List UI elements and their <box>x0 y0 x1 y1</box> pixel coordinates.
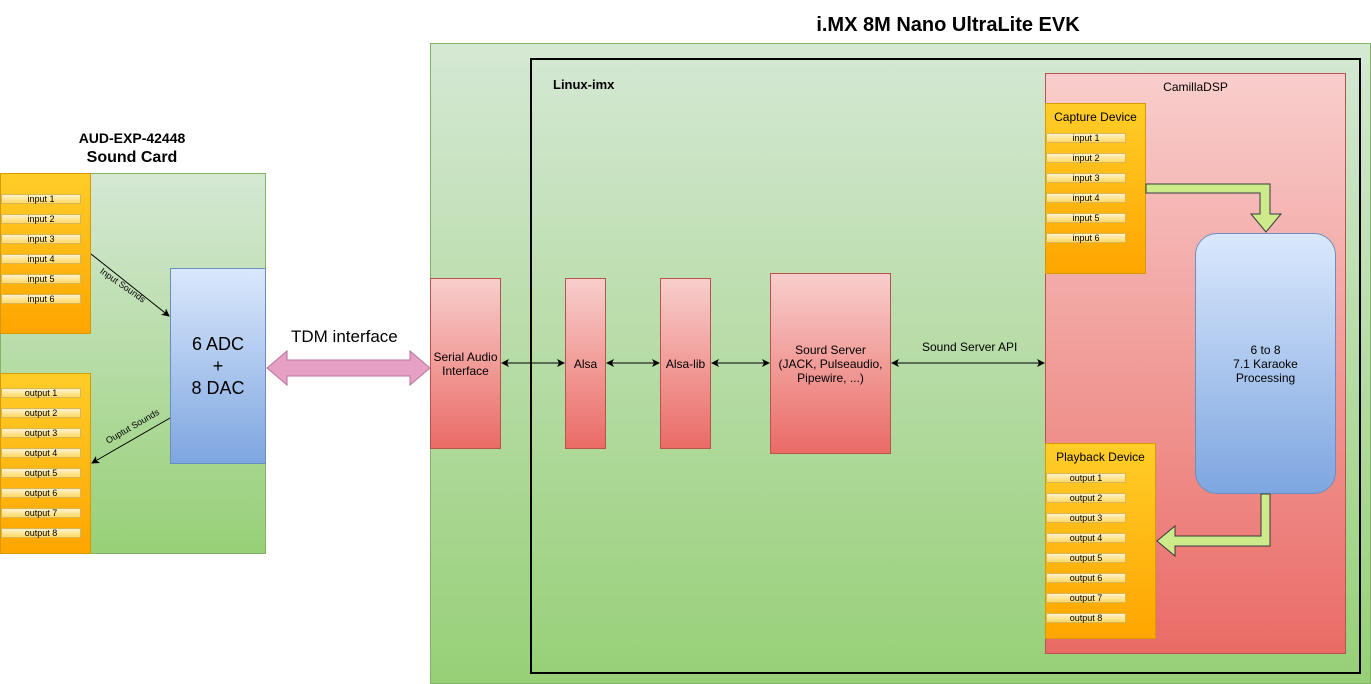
sound-card-output-channel[interactable]: output 1 <box>1 388 81 398</box>
alsa-lib-block[interactable]: Alsa-lib <box>660 278 711 449</box>
capture-input-channel[interactable]: input 4 <box>1046 193 1126 203</box>
sound-card-output-channel[interactable]: output 6 <box>1 488 81 498</box>
capture-input-channel[interactable]: input 1 <box>1046 133 1126 143</box>
adc-dac-converter[interactable]: 6 ADC + 8 DAC <box>170 268 266 464</box>
sound-card-output-channel[interactable]: output 3 <box>1 428 81 438</box>
serial-audio-line1: Serial Audio <box>433 349 498 364</box>
playback-output-channel[interactable]: output 4 <box>1046 533 1126 543</box>
converter-adc-label: 6 ADC <box>191 334 245 354</box>
capture-input-channel[interactable]: input 2 <box>1046 153 1126 163</box>
playback-output-channel[interactable]: output 7 <box>1046 593 1126 603</box>
playback-output-channel[interactable]: output 1 <box>1046 473 1126 483</box>
sound-card-output-channel[interactable]: output 5 <box>1 468 81 478</box>
sound-card-output-channel[interactable]: output 7 <box>1 508 81 518</box>
capture-device-block[interactable]: Capture Device input 1 input 2 input 3 inpu… <box>1045 103 1146 274</box>
sound-card-output-channel[interactable]: output 4 <box>1 448 81 458</box>
sound-card-output-block[interactable]: output 1 output 2 output 3 output 4 output 5… <box>0 373 91 554</box>
camilladsp-title: CamillaDSP <box>1163 80 1228 94</box>
sound-card-input-channel[interactable]: input 1 <box>1 194 81 204</box>
converter-plus-label: + <box>212 356 224 376</box>
sound-server-api-label: Sound Server API <box>922 340 1018 354</box>
alsa-lib-label: Alsa-lib <box>665 356 706 371</box>
sound-card-input-channel[interactable]: input 2 <box>1 214 81 224</box>
playback-output-channel[interactable]: output 3 <box>1046 513 1126 523</box>
converter-dac-label: 8 DAC <box>191 378 245 398</box>
evk-title: i.MX 8M Nano UltraLite EVK <box>816 14 1080 36</box>
capture-device-title: Capture Device <box>1054 110 1137 124</box>
sound-card-input-channel[interactable]: input 5 <box>1 274 81 284</box>
playback-output-channel[interactable]: output 5 <box>1046 553 1126 563</box>
sound-server-line2: (JACK, Pulseaudio, <box>778 356 883 371</box>
sound-card-input-channel[interactable]: input 3 <box>1 234 81 244</box>
sound-server-line1: Sourd Server <box>795 342 866 357</box>
playback-output-channel[interactable]: output 6 <box>1046 573 1126 583</box>
capture-input-channel[interactable]: input 6 <box>1046 233 1126 243</box>
serial-audio-interface[interactable]: Serial Audio Interface <box>430 278 501 449</box>
sound-card-name: Sound Card <box>86 149 178 166</box>
alsa-label: Alsa <box>573 356 598 371</box>
sound-server-block[interactable]: Sourd Server (JACK, Pulseaudio, Pipewire… <box>770 273 891 454</box>
sound-card-output-channel[interactable]: output 8 <box>1 528 81 538</box>
playback-output-channel[interactable]: output 2 <box>1046 493 1126 503</box>
tdm-double-arrow <box>266 349 431 387</box>
tdm-interface-label: TDM interface <box>291 327 398 346</box>
sound-card-input-channel[interactable]: input 4 <box>1 254 81 264</box>
alsa-block[interactable]: Alsa <box>565 278 606 449</box>
sound-card-output-channel[interactable]: output 2 <box>1 408 81 418</box>
processing-line3: Processing <box>1235 370 1296 385</box>
playback-device-title: Playback Device <box>1056 450 1145 464</box>
linux-imx-title: Linux-imx <box>553 77 615 92</box>
playback-output-channel[interactable]: output 8 <box>1046 613 1126 623</box>
capture-input-channel[interactable]: input 3 <box>1046 173 1126 183</box>
processing-line2: 7.1 Karaoke <box>1233 356 1298 371</box>
sound-card-input-channel[interactable]: input 6 <box>1 294 81 304</box>
sound-card-input-block[interactable]: input 1 input 2 input 3 input 4 input 5 input… <box>0 173 91 334</box>
capture-input-channel[interactable]: input 5 <box>1046 213 1126 223</box>
sound-card-title: AUD-EXP-42448 Sound Card <box>40 128 224 168</box>
playback-device-block[interactable]: Playback Device output 1 output 2 output 3… <box>1045 443 1156 639</box>
sound-card-model: AUD-EXP-42448 <box>78 130 186 146</box>
karaoke-processing-block[interactable]: 6 to 8 7.1 Karaoke Processing <box>1195 233 1336 494</box>
sound-server-line3: Pipewire, ...) <box>797 370 864 385</box>
processing-line1: 6 to 8 <box>1250 342 1281 357</box>
serial-audio-line2: Interface <box>442 363 489 378</box>
